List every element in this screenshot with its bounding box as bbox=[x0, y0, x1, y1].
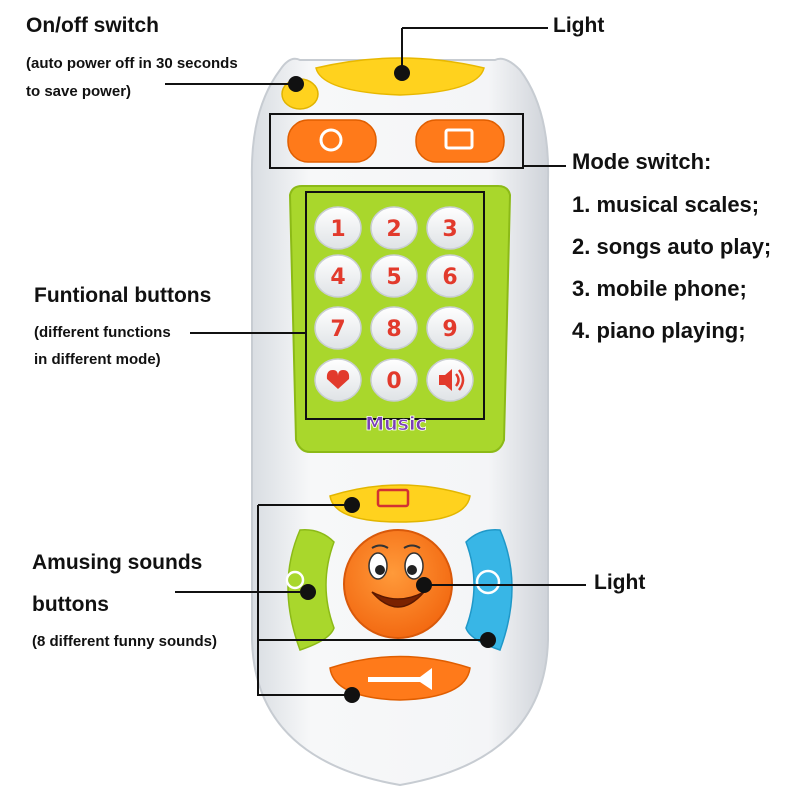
keypad-key[interactable] bbox=[426, 254, 474, 298]
light-bottom-label: Light bbox=[594, 571, 646, 594]
mode-item-2: 2. songs auto play; bbox=[572, 234, 772, 259]
keypad-key[interactable] bbox=[314, 254, 362, 298]
brand-music-logo: Music bbox=[365, 413, 427, 435]
mode-switch-box bbox=[269, 113, 524, 169]
onoff-title: On/off switch bbox=[26, 14, 159, 37]
keypad-key[interactable] bbox=[426, 206, 474, 250]
heart-icon bbox=[326, 370, 350, 389]
speaker-icon bbox=[439, 369, 452, 391]
keypad-key-label: 5 bbox=[386, 265, 401, 290]
keypad-key-label: 7 bbox=[330, 317, 345, 342]
keypad-key[interactable] bbox=[370, 254, 418, 298]
amusing-button-top bbox=[329, 484, 471, 523]
keypad-key[interactable] bbox=[314, 306, 362, 350]
amusing-title-line2: buttons bbox=[32, 593, 109, 616]
keypad-key[interactable] bbox=[370, 306, 418, 350]
amusing-title-line1: Amusing sounds bbox=[32, 551, 203, 574]
mode-switch-title: Mode switch: bbox=[572, 149, 712, 174]
keypad-key[interactable] bbox=[370, 206, 418, 250]
mode-item-4: 4. piano playing; bbox=[572, 318, 746, 343]
amusing-button-right bbox=[465, 529, 513, 651]
functional-buttons-box bbox=[305, 191, 485, 420]
mode-button-right bbox=[415, 119, 505, 163]
mode-item-1: 1. musical scales; bbox=[572, 192, 760, 217]
keypad-key-label: 6 bbox=[442, 265, 457, 290]
light-top-label: Light bbox=[553, 14, 605, 37]
keypad-key[interactable] bbox=[314, 206, 362, 250]
onoff-note-line1: (auto power off in 30 seconds bbox=[26, 55, 238, 72]
keypad-key-label: 1 bbox=[330, 217, 345, 242]
functional-title: Funtional buttons bbox=[34, 284, 212, 307]
functional-note-line1: (different functions bbox=[34, 324, 171, 341]
amusing-note: (8 different funny sounds) bbox=[32, 633, 217, 650]
functional-note-line2: in different mode) bbox=[34, 351, 161, 368]
onoff-note-line2: to save power) bbox=[26, 83, 132, 100]
keypad-key[interactable] bbox=[426, 306, 474, 350]
mode-button-left bbox=[287, 119, 377, 163]
keypad-key-label: 4 bbox=[330, 265, 345, 290]
keypad-key-label: 8 bbox=[386, 317, 401, 342]
mode-item-3: 3. mobile phone; bbox=[572, 276, 747, 301]
keypad-key[interactable] bbox=[370, 358, 418, 402]
keypad-key-label: 3 bbox=[442, 217, 457, 242]
keypad-key-label: 0 bbox=[386, 369, 401, 394]
keypad-key-label: 9 bbox=[442, 317, 457, 342]
keypad-key-label: 2 bbox=[386, 217, 401, 242]
